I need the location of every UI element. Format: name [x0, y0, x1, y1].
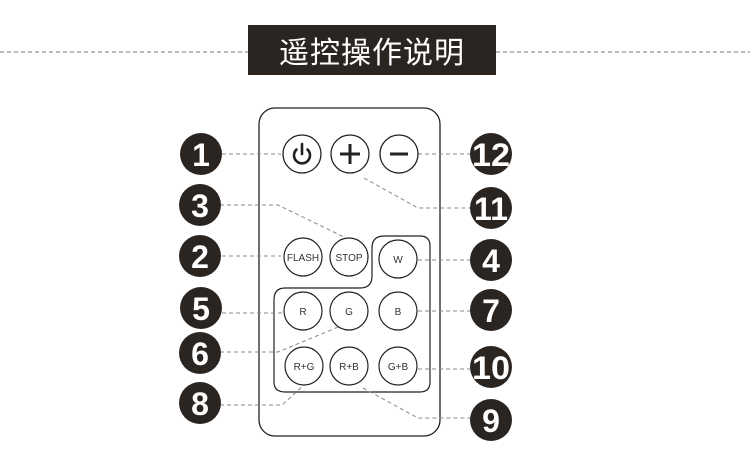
- power-icon: [292, 142, 312, 165]
- b-label: B: [395, 307, 402, 318]
- callout-badge-7: [470, 289, 512, 331]
- callout-badge-11: [470, 187, 512, 229]
- stop-label: STOP: [335, 253, 362, 264]
- rg-button[interactable]: R+G: [284, 346, 324, 386]
- w-button[interactable]: W: [378, 239, 418, 279]
- callout-7: 7: [482, 293, 500, 329]
- gb-label: G+B: [388, 362, 409, 373]
- callout-badge-9: [470, 399, 512, 441]
- callout-8: 8: [191, 386, 209, 422]
- callout-badge-2: [179, 235, 221, 277]
- callout-badge-5: [180, 287, 222, 329]
- g-button[interactable]: G: [329, 291, 369, 331]
- brightness-up-button[interactable]: [330, 134, 370, 174]
- rb-label: R+B: [339, 362, 359, 373]
- callout-6: 6: [191, 336, 209, 372]
- callout-3: 3: [191, 188, 209, 224]
- callout-badge-1: [180, 133, 222, 175]
- leader-lines: [220, 153, 472, 419]
- flash-label: FLASH: [287, 253, 319, 264]
- rg-label: R+G: [294, 362, 315, 373]
- callout-badge-4: [470, 239, 512, 281]
- callout-4: 4: [482, 243, 500, 279]
- callout-badge-12: [470, 133, 512, 175]
- g-label: G: [345, 307, 353, 318]
- callout-9: 9: [482, 403, 500, 439]
- callout-badge-3: [179, 184, 221, 226]
- b-button[interactable]: B: [378, 291, 418, 331]
- callout-5: 5: [192, 291, 210, 327]
- callout-11: 11: [474, 191, 508, 227]
- callout-12: 12: [472, 137, 510, 173]
- callout-badge-6: [179, 332, 221, 374]
- callout-badge-8: [179, 382, 221, 424]
- callout-badge-10: [470, 346, 512, 388]
- rb-button[interactable]: R+B: [329, 346, 369, 386]
- color-button-group: [273, 235, 431, 393]
- plus-icon: [340, 144, 360, 164]
- r-label: R: [299, 307, 306, 318]
- stop-button[interactable]: STOP: [329, 237, 369, 277]
- callout-10: 10: [472, 350, 510, 386]
- power-button[interactable]: [282, 134, 322, 174]
- gb-button[interactable]: G+B: [378, 346, 418, 386]
- w-label: W: [393, 255, 403, 266]
- callout-1: 1: [192, 137, 210, 173]
- brightness-down-button[interactable]: [379, 134, 419, 174]
- callout-2: 2: [191, 239, 209, 275]
- flash-button[interactable]: FLASH: [283, 237, 323, 277]
- page-title: 遥控操作说明: [248, 25, 496, 75]
- r-button[interactable]: R: [283, 291, 323, 331]
